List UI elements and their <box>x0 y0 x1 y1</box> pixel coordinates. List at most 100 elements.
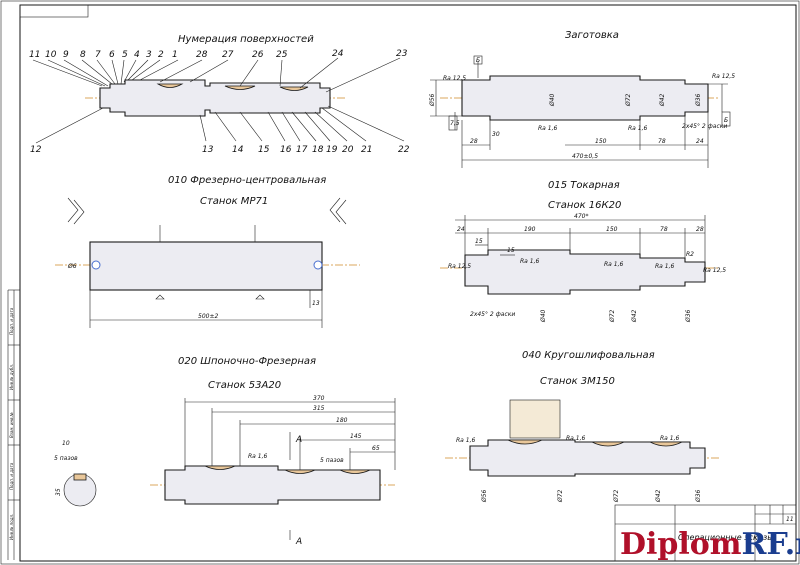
surface-number: 10 <box>45 50 57 60</box>
roughness-label: Ra 1,6 <box>456 437 475 444</box>
roughness-label: Ra 1,6 <box>538 125 557 132</box>
surface-number: 28 <box>196 50 208 60</box>
diameter-label: Ø42 <box>655 489 662 503</box>
length-label: 150 <box>595 138 607 145</box>
surface-number: 1 <box>172 50 178 60</box>
op010-machine: Станок МР71 <box>200 196 268 207</box>
section-mark: Б <box>724 117 728 124</box>
surface-number: 4 <box>134 50 140 60</box>
op015-title: 015 Токарная <box>548 180 620 191</box>
op015-length: 24 <box>457 226 465 233</box>
operation-010-view: 010 Фрезерно-центровальная Станок МР71 5… <box>55 175 360 328</box>
surface-number: 16 <box>280 145 292 155</box>
title-block: Операционные эскизы 11 <box>614 504 797 562</box>
numbering-title: Нумерация поверхностей <box>178 34 314 45</box>
length-label: 28 <box>470 138 478 145</box>
op020-dim: 180 <box>336 417 348 424</box>
section-mark: 7,5 <box>450 120 460 127</box>
top-stamp-box <box>19 4 89 18</box>
section-dim: 5 пазов <box>54 455 78 462</box>
diameter-label: Ø56 <box>481 489 488 503</box>
sheet-number: 11 <box>786 516 794 523</box>
op020-title: 020 Шпоночно-Фрезерная <box>178 356 316 367</box>
frame-label: Операционные эскизы <box>678 533 774 542</box>
diameter-label: Ø72 <box>613 489 620 503</box>
radius-label: R2 <box>686 251 694 258</box>
op020-dim: 145 <box>350 433 362 440</box>
op020-dim: 370 <box>313 395 325 402</box>
surface-number: 23 <box>396 49 408 59</box>
op040-machine: Станок 3М150 <box>540 376 615 387</box>
op020-dim: 315 <box>313 405 325 412</box>
diameter-label: Ø72 <box>625 93 632 107</box>
surface-number: 5 <box>122 50 128 60</box>
section-mark: Б <box>476 57 480 64</box>
op015-length: 78 <box>660 226 668 233</box>
diameter-label: Ø56 <box>429 93 436 107</box>
diameter-label: Ø36 <box>695 489 702 503</box>
diameter-label: Ø72 <box>557 489 564 503</box>
blank-title: Заготовка <box>565 30 619 41</box>
roughness-label: Ra 12,5 <box>448 263 471 270</box>
chamfer-label: 2х45° 2 фаски <box>682 123 727 130</box>
op015-machine: Станок 16К20 <box>548 200 621 211</box>
grinding-wheel <box>509 399 561 439</box>
watermark-part2: RF.ru <box>741 527 800 562</box>
roughness-label: Ra 1,6 <box>604 261 623 268</box>
op010-side-dim: 13 <box>312 300 320 307</box>
roughness-label: Ra 1,6 <box>248 453 267 460</box>
side-stamp-4: Инв.№ дубл. <box>9 364 14 390</box>
key-width-label: 5 пазов <box>320 457 344 464</box>
op010-title: 010 Фрезерно-центровальная <box>168 175 326 186</box>
op010-length: 500±2 <box>198 313 218 320</box>
surface-numbering-view: Нумерация поверхностей 11 10 9 <box>29 34 410 155</box>
surface-number: 22 <box>398 145 410 155</box>
op015-overall: 470* <box>574 213 588 220</box>
diameter-label: Ø36 <box>695 93 702 107</box>
roughness-label: Ra 12,5 <box>712 73 735 80</box>
surface-number: 25 <box>276 50 288 60</box>
length-label: 78 <box>658 138 666 145</box>
operation-020-view: 020 Шпоночно-Фрезерная Станок 53А20 370 … <box>54 356 396 547</box>
surface-number: 3 <box>146 50 152 60</box>
overall-length: 470±0,5 <box>572 153 598 160</box>
surface-number: 21 <box>361 145 372 155</box>
diameter-label: Ø40 <box>540 309 547 323</box>
surface-number: 8 <box>80 50 86 60</box>
surface-number: 11 <box>29 50 40 60</box>
side-stamp-5: Подп. и дата <box>9 307 14 335</box>
diameter-label: Ø72 <box>609 309 616 323</box>
op040-title: 040 Кругошлифовальная <box>522 350 655 361</box>
section-dim: 10 <box>62 440 70 447</box>
watermark: DiplomRF.ru <box>620 530 800 560</box>
operation-040-view: 040 Кругошлифовальная Станок 3М150 Ra 1,… <box>445 350 720 503</box>
op015-length: 150 <box>606 226 618 233</box>
roughness-label: Ra 12,5 <box>443 75 466 82</box>
surface-number: 18 <box>312 145 324 155</box>
op015-length: 190 <box>524 226 536 233</box>
surface-number: 7 <box>95 50 101 60</box>
surface-number: 17 <box>296 145 308 155</box>
op015-length: 28 <box>696 226 704 233</box>
watermark-part1: Diplom <box>620 527 742 562</box>
roughness-label: Ra 1,6 <box>520 258 539 265</box>
diameter-label: Ø40 <box>549 93 556 107</box>
op010-diameter: Ø6 <box>67 263 77 270</box>
surface-number: 20 <box>342 145 354 155</box>
diameter-label: Ø42 <box>631 309 638 323</box>
blank-view: Заготовка Ra 12,5 Ra 12,5 Ra 1,6 Ra 1,6 … <box>429 30 735 168</box>
roughness-label: Ra 12,5 <box>703 267 726 274</box>
diameter-label: Ø36 <box>685 309 692 323</box>
surface-number: 6 <box>109 50 115 60</box>
drawing-frame <box>19 4 797 562</box>
op020-machine: Станок 53А20 <box>208 380 281 391</box>
roughness-label: Ra 1,6 <box>655 263 674 270</box>
side-stamp-1: Инв.№ подл. <box>9 514 14 540</box>
roughness-label: Ra 1,6 <box>566 435 585 442</box>
surface-number: 2 <box>158 50 164 60</box>
length-label: 24 <box>696 138 704 145</box>
side-stamp-3: Взам. инв.№ <box>9 412 14 438</box>
section-letter: А <box>295 435 302 445</box>
